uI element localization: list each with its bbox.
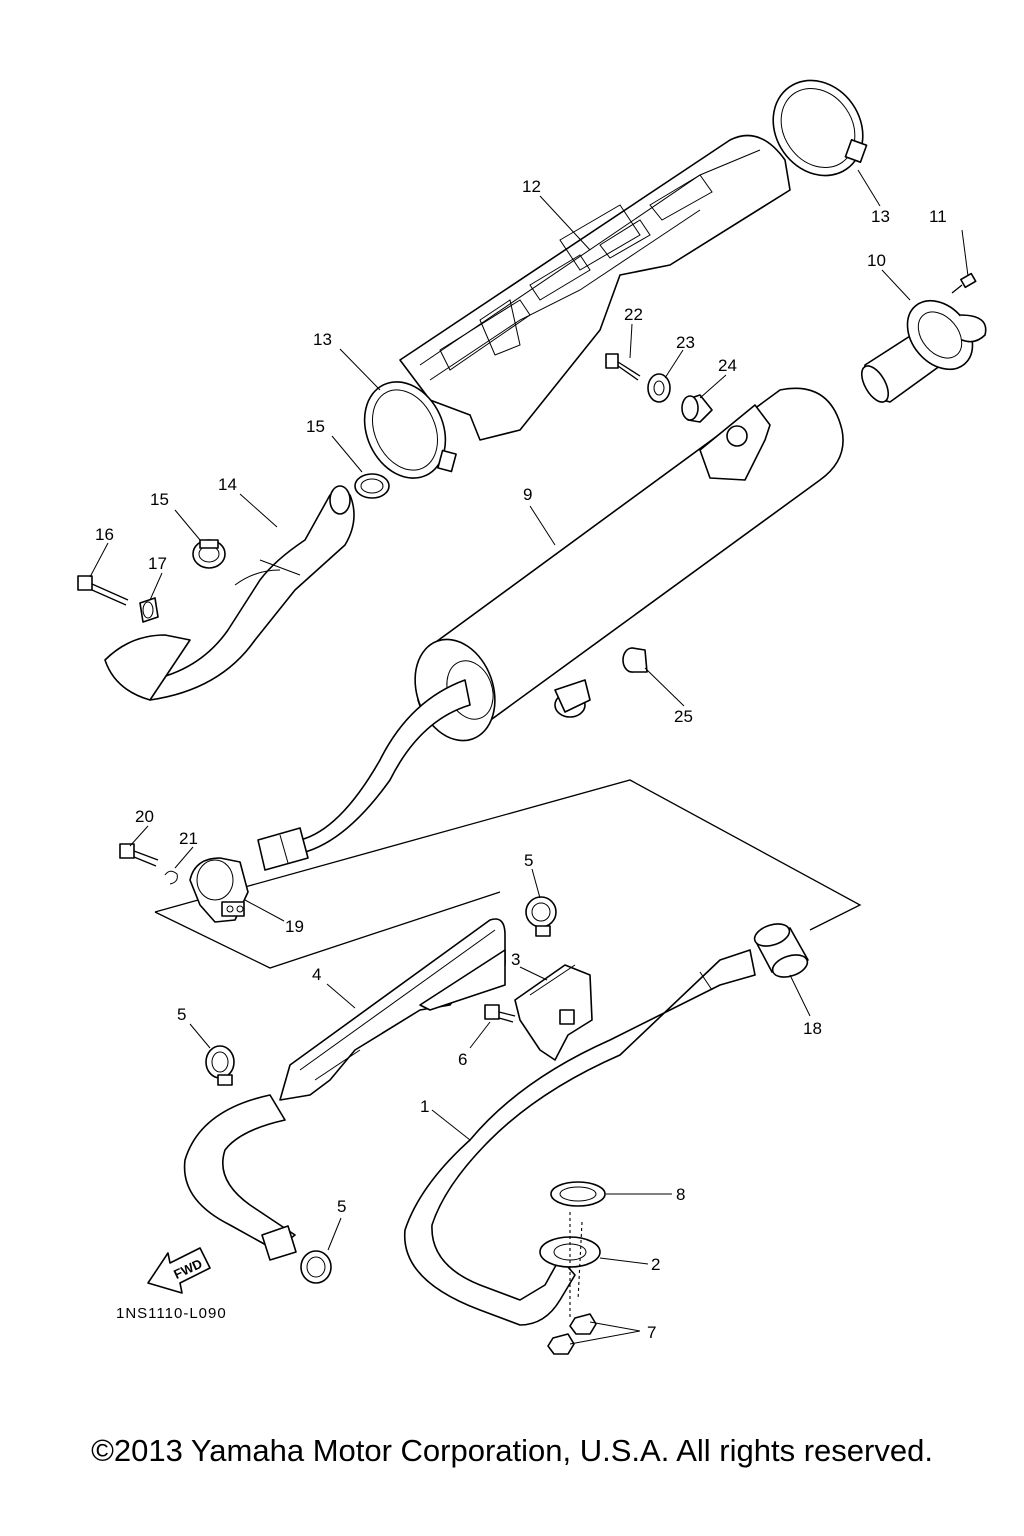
callout-15: 15	[150, 490, 169, 509]
callout-14: 14	[218, 475, 237, 494]
assembly-outline	[154, 779, 862, 969]
callout-15: 15	[306, 417, 325, 436]
clamp-15-upper	[354, 473, 390, 499]
callout-2: 2	[651, 1255, 660, 1274]
bolt-20	[119, 843, 159, 867]
tail-pipe-lower	[183, 1094, 297, 1261]
callout-12: 12	[522, 177, 541, 196]
callout-5: 5	[177, 1005, 186, 1024]
callout-21: 21	[179, 829, 198, 848]
callout-17: 17	[148, 554, 167, 573]
clamp-band-13-lower	[363, 381, 457, 479]
callout-19: 19	[285, 917, 304, 936]
callout-3: 3	[511, 950, 520, 969]
joint-pipe-14	[104, 485, 355, 701]
fwd-arrow-icon: FWD	[147, 1247, 211, 1294]
gasket-18	[753, 923, 809, 978]
callout-16: 16	[95, 525, 114, 544]
callout-8: 8	[676, 1185, 685, 1204]
nuts-7	[547, 1313, 597, 1355]
washer-21	[164, 870, 178, 885]
clamp-15-lower	[192, 539, 226, 569]
callout-7: 7	[647, 1323, 656, 1342]
callout-13: 13	[871, 207, 890, 226]
exhaust-parts-diagram: FWD 12 13 11 1	[77, 79, 987, 1355]
clamp-band-13-upper	[772, 79, 868, 177]
gasket-8	[550, 1181, 606, 1207]
callout-18: 18	[803, 1019, 822, 1038]
clamp-5-lower	[300, 1250, 332, 1284]
damper-25	[622, 647, 648, 673]
muffler-9	[257, 387, 844, 871]
diagram-code: 1NS1110-L090	[116, 1305, 227, 1322]
callout-5: 5	[524, 851, 533, 870]
copyright-notice: ©2013 Yamaha Motor Corporation, U.S.A. A…	[91, 1433, 933, 1468]
bolt-16	[77, 575, 129, 606]
callout-23: 23	[676, 333, 695, 352]
callout-5: 5	[337, 1197, 346, 1216]
callout-13: 13	[313, 330, 332, 349]
leader-lines	[89, 169, 969, 1345]
callout-6: 6	[458, 1050, 467, 1069]
callout-10: 10	[867, 251, 886, 270]
callout-22: 22	[624, 305, 643, 324]
callout-24: 24	[718, 356, 737, 375]
bracket-3	[514, 964, 593, 1061]
callout-11: 11	[929, 207, 947, 226]
callout-labels: 12 13 11 10 13 22 23 24 15 9 14 15 16 17…	[95, 177, 947, 1342]
flange-2	[539, 1212, 601, 1320]
exhaust-pipe-1	[403, 949, 756, 1326]
bolt-6	[484, 1004, 516, 1023]
bolt-11	[951, 272, 977, 294]
callout-9: 9	[523, 485, 532, 504]
callout-25: 25	[674, 707, 693, 726]
clamp-5-middle	[205, 1045, 235, 1086]
heat-protector-4	[279, 918, 506, 1101]
collar-17	[139, 597, 159, 623]
muffler-protector-12	[399, 134, 791, 441]
callout-20: 20	[135, 807, 154, 826]
callout-1: 1	[420, 1097, 429, 1116]
collar-23	[647, 373, 671, 403]
bolt-22	[605, 353, 641, 381]
clamp-5-upper	[525, 896, 557, 937]
clamp-19	[189, 857, 249, 923]
spark-arrester-10	[860, 299, 987, 403]
damper-24	[681, 394, 713, 423]
callout-4: 4	[312, 965, 321, 984]
